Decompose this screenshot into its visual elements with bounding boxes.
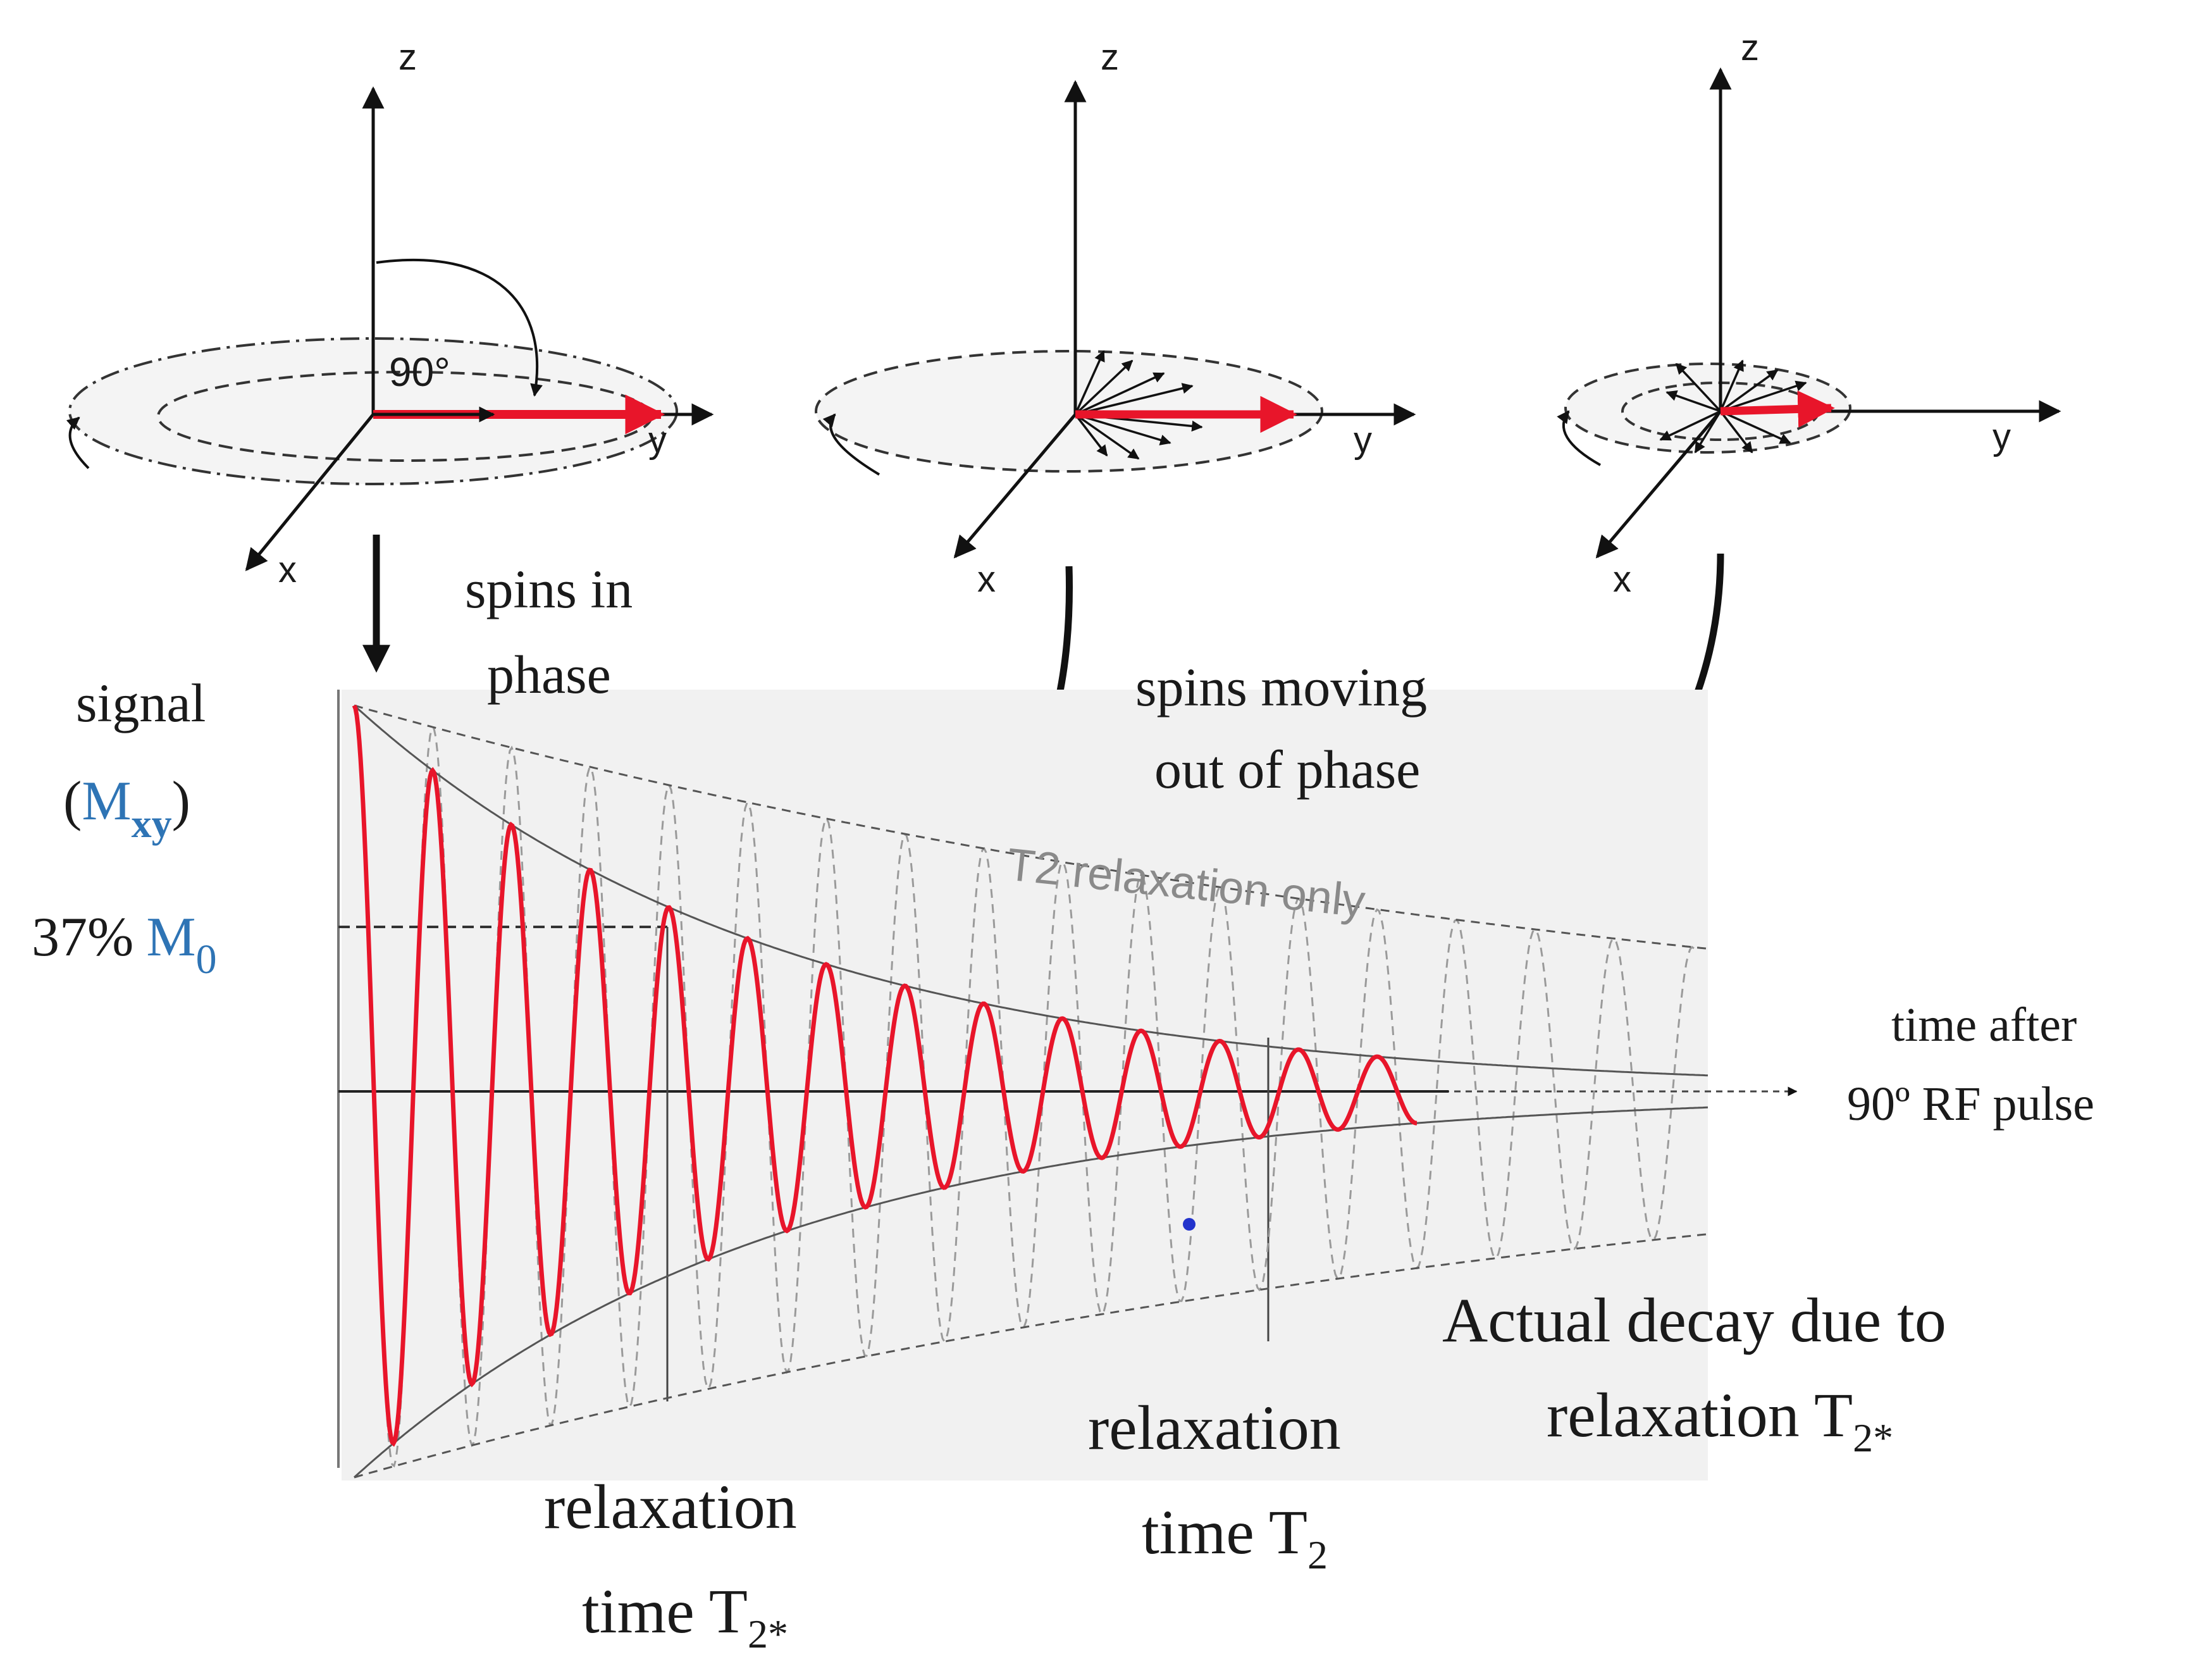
svg-text:time T2*: time T2* bbox=[582, 1576, 788, 1656]
rotation-arrow-icon bbox=[1557, 410, 1601, 466]
x-axis bbox=[245, 413, 374, 571]
svg-text:spins in: spins in bbox=[465, 559, 633, 619]
percent-m0-label: 37%M0 bbox=[32, 907, 217, 983]
time-axis-label: time after 90º RF pulse bbox=[1847, 998, 2094, 1131]
flip-angle-label: 90° bbox=[389, 349, 450, 395]
spin-vectors bbox=[1659, 359, 1807, 454]
t2-envelope-lower bbox=[354, 1233, 1708, 1479]
data-point-dot bbox=[1183, 1218, 1196, 1231]
signal-label: signal bbox=[76, 673, 206, 733]
rotation-arrow-icon bbox=[822, 413, 880, 476]
svg-text:relaxation: relaxation bbox=[1088, 1393, 1341, 1463]
x-axis-label: x bbox=[278, 549, 297, 590]
x-axis-label: x bbox=[977, 559, 996, 600]
panel-dephased: z y x bbox=[1557, 27, 2061, 600]
t2star-envelope-upper bbox=[353, 704, 1708, 1077]
spins-moving-out-of-phase-label: spins moving out of phase bbox=[1135, 657, 1427, 800]
relaxation-t2-label: relaxation time T2 bbox=[1088, 1393, 1341, 1577]
signal-curve bbox=[352, 704, 1418, 1447]
svg-text:phase: phase bbox=[487, 644, 611, 705]
svg-text:relaxation: relaxation bbox=[544, 1472, 797, 1542]
t2-envelope-upper bbox=[354, 704, 1708, 950]
x-axis bbox=[953, 413, 1077, 559]
z-axis-label: z bbox=[1101, 37, 1119, 78]
z-axis-label: z bbox=[1741, 27, 1759, 68]
precession-ellipse bbox=[1564, 363, 1851, 454]
envelope-shading bbox=[342, 690, 1708, 1481]
relaxation-t2star-label: relaxation time T2* bbox=[544, 1472, 797, 1656]
decay-envelopes bbox=[353, 704, 1708, 1479]
svg-text:time T2: time T2 bbox=[1142, 1497, 1328, 1577]
svg-text:relaxation T2*: relaxation T2* bbox=[1547, 1380, 1893, 1460]
spins-in-phase-label: spins in phase bbox=[465, 559, 633, 705]
flip-angle-arc bbox=[376, 258, 543, 397]
t2star-envelope-lower bbox=[353, 1106, 1708, 1479]
z-axis-label: z bbox=[399, 37, 417, 78]
y-axis-label: y bbox=[1354, 419, 1372, 461]
precession-ellipse bbox=[815, 350, 1323, 473]
svg-text:90º RF pulse: 90º RF pulse bbox=[1847, 1077, 2094, 1131]
signal-plot bbox=[337, 690, 1798, 1481]
x-axis bbox=[1595, 410, 1722, 559]
actual-decay-label: Actual decay due to relaxation T2* bbox=[1442, 1285, 1946, 1460]
rotation-arrow-icon bbox=[66, 416, 90, 469]
svg-text:Actual decay due to: Actual decay due to bbox=[1442, 1285, 1946, 1355]
magnetization-vector bbox=[1720, 390, 1835, 428]
mxy-label: (Mxy) bbox=[63, 771, 190, 846]
y-axis-label: y bbox=[1993, 416, 2011, 457]
svg-text:out of phase: out of phase bbox=[1154, 739, 1420, 800]
svg-text:spins moving: spins moving bbox=[1135, 657, 1427, 717]
panel-in-phase: z y x 90° bbox=[66, 37, 714, 590]
svg-text:time after: time after bbox=[1891, 998, 2077, 1052]
spin-vectors bbox=[1074, 350, 1203, 460]
y-axis-label: y bbox=[648, 419, 667, 461]
panel-dephasing: z y x bbox=[815, 37, 1416, 600]
x-axis-label: x bbox=[1613, 559, 1631, 600]
